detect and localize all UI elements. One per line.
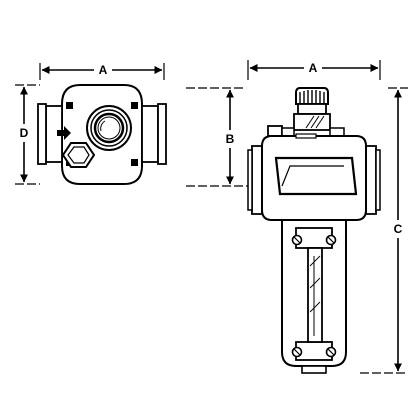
front-view-left-port xyxy=(247,145,263,215)
front-view: A B C xyxy=(186,60,408,374)
front-view-drain xyxy=(301,365,327,374)
top-view-flow-arrow xyxy=(57,126,71,140)
front-view-lower-clip xyxy=(291,341,337,361)
top-view-width-label: A xyxy=(99,63,108,77)
top-view-fill-plug xyxy=(61,142,96,168)
top-view: A D xyxy=(15,63,167,185)
front-view-dimension-a: A xyxy=(249,61,379,75)
front-view-dimension-b: B xyxy=(226,89,235,185)
front-view-right-port xyxy=(365,145,381,215)
front-view-adjustment-knob xyxy=(293,87,331,131)
front-view-sight-window xyxy=(307,247,323,343)
front-view-face-panel xyxy=(274,156,358,196)
front-view-top-tab xyxy=(295,133,317,139)
top-view-dimension-a: A xyxy=(41,63,163,77)
front-view-width-label: A xyxy=(309,61,318,75)
front-view-upper-clip xyxy=(291,227,337,249)
front-view-total-height-label: C xyxy=(394,222,403,236)
front-view-mid-height-label: B xyxy=(226,132,235,146)
top-view-dimension-d: D xyxy=(20,86,29,183)
top-view-depth-label: D xyxy=(20,126,29,140)
front-view-dimension-c: C xyxy=(394,89,403,372)
top-view-sight-dome xyxy=(86,105,132,151)
top-view-right-port xyxy=(141,103,167,165)
